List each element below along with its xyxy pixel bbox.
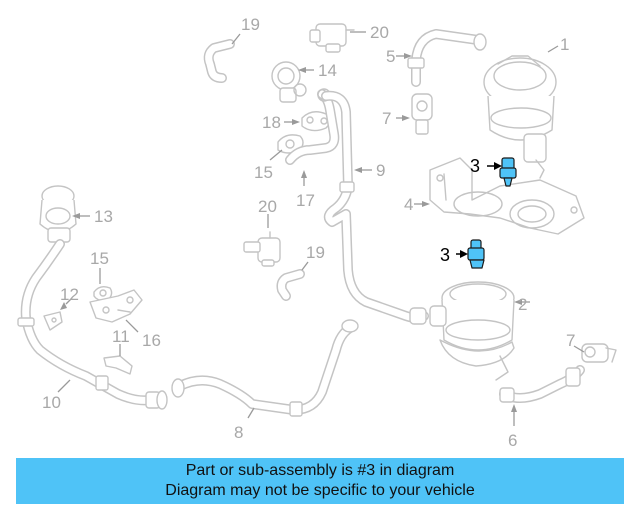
part-19-top: [203, 33, 241, 83]
part-8: [171, 319, 359, 419]
callout-1: 1: [560, 35, 569, 54]
callout-19-top: 19: [241, 15, 260, 34]
callout-11: 11: [112, 327, 130, 346]
part-1-air-pump: [483, 45, 559, 179]
callout-3-lower: 3: [440, 245, 450, 265]
banner-line-2: Diagram may not be specific to your vehi…: [165, 482, 475, 499]
callout-10: 10: [42, 393, 61, 412]
part-3-leader-lower: [456, 250, 468, 258]
part-20-lower: [243, 214, 281, 267]
part-9: [321, 90, 429, 325]
banner-line-1: Part or sub-assembly is #3 in diagram: [185, 462, 455, 479]
part-3-fastener-lower: [467, 239, 485, 269]
callout-20-top: 20: [370, 23, 389, 42]
part-11: [103, 344, 133, 375]
part-13: [39, 185, 90, 243]
callout-18: 18: [262, 113, 281, 132]
callout-20-lower: 20: [258, 197, 277, 216]
callout-12: 12: [60, 285, 79, 304]
callout-13: 13: [94, 207, 113, 226]
part-7-lower: [573, 343, 617, 363]
part-14: [271, 61, 314, 103]
callout-2: 2: [518, 295, 527, 314]
callout-5: 5: [386, 47, 395, 66]
callout-9: 9: [376, 161, 385, 180]
part-20-top: [309, 23, 366, 53]
part-3-leader-upper: [487, 162, 502, 170]
callout-14: 14: [318, 61, 337, 80]
callout-7-upper: 7: [382, 109, 391, 128]
callout-4: 4: [404, 195, 413, 214]
callout-15-upper: 15: [254, 163, 273, 182]
part-15-lower: [93, 268, 113, 302]
part-19-lower: [276, 261, 309, 301]
part-5: [396, 29, 487, 87]
part-10: [17, 239, 168, 410]
part-4-bracket: [414, 157, 585, 235]
callout-17: 17: [296, 191, 315, 210]
callout-6: 6: [508, 431, 517, 450]
callout-15-lower: 15: [90, 249, 109, 268]
part-3-fastener-upper: [499, 157, 517, 187]
callout-7-lower: 7: [566, 331, 575, 350]
part-2-pump: [429, 281, 530, 381]
part-18: [284, 111, 331, 132]
parts-diagram: 19 20 14 18 15 17: [17, 15, 617, 450]
info-banner: Part or sub-assembly is #3 in diagram Di…: [16, 458, 624, 504]
part-16: [89, 289, 143, 333]
part-7-upper: [396, 93, 433, 135]
callout-8: 8: [234, 423, 243, 442]
part-12: [43, 297, 73, 331]
callout-19-lower: 19: [306, 243, 325, 262]
callout-16: 16: [142, 331, 161, 350]
callout-3-upper: 3: [470, 156, 480, 176]
part-6: [499, 365, 585, 426]
